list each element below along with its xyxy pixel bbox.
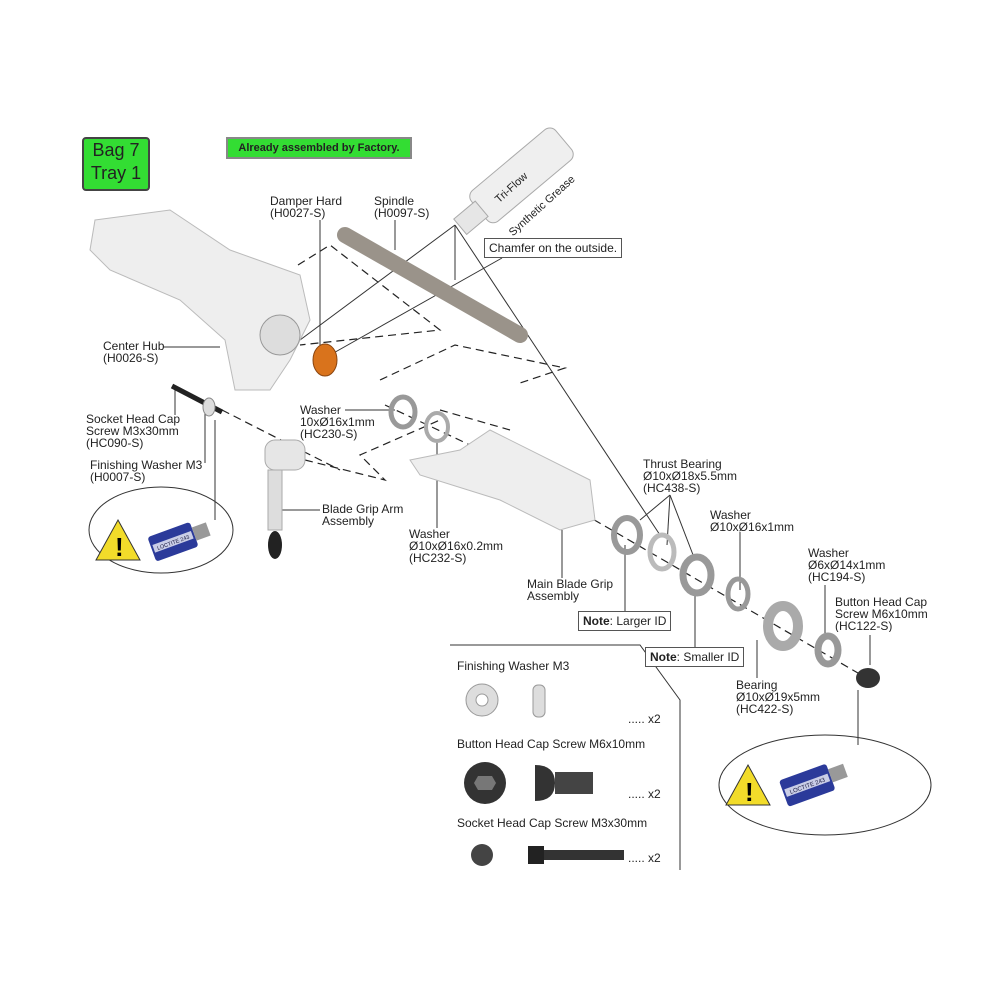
label-finishing-washer: Finishing Washer M3(H0007-S) xyxy=(90,458,203,484)
loctite-callout-left: ! LOCTITE 243 xyxy=(88,486,234,574)
label-center-hub: Center Hub(H0026-S) xyxy=(103,339,165,365)
blade-grip-arm-part xyxy=(264,439,306,559)
warning-icon xyxy=(95,518,141,561)
label-spindle: Spindle(H0097-S) xyxy=(374,194,430,220)
washer-hc230-part xyxy=(388,394,418,430)
center-hub-part xyxy=(89,209,311,391)
parts-list-name: Finishing Washer M3 xyxy=(457,659,570,673)
parts-list-qty: ..... x2 xyxy=(628,787,661,801)
svg-text:!: ! xyxy=(115,532,124,562)
note-smaller-id: Note: Smaller ID xyxy=(645,647,745,667)
damper-part xyxy=(312,343,338,377)
warning-icon xyxy=(725,763,771,806)
note-larger-id: Note: Larger ID xyxy=(578,611,672,631)
main-blade-grip-part xyxy=(409,429,596,531)
label-damper: Damper Hard(H0027-S) xyxy=(270,194,343,220)
parts-list-name: Button Head Cap Screw M6x10mm xyxy=(457,737,646,751)
bearing-stack xyxy=(611,515,842,668)
loctite-bottle-icon: LOCTITE 243 xyxy=(779,763,848,807)
finishing-washer-part xyxy=(202,397,216,417)
spindle-part xyxy=(337,227,528,343)
bag-number: Bag 7 xyxy=(92,140,140,160)
button-screw-part xyxy=(856,668,880,688)
factory-assembled-note: Already assembled by Factory. xyxy=(226,137,412,159)
parts-list-qty: ..... x2 xyxy=(628,851,661,865)
loctite-bottle-icon: LOCTITE 243 xyxy=(148,522,211,561)
chamfer-note: Chamfer on the outside. xyxy=(484,238,623,258)
tray-number: Tray 1 xyxy=(90,163,142,183)
leader-lines xyxy=(163,220,871,745)
parts-list-name: Socket Head Cap Screw M3x30mm xyxy=(457,816,648,830)
svg-text:!: ! xyxy=(745,777,754,807)
parts-list-frame xyxy=(450,644,681,870)
washer-hc232-part xyxy=(424,411,450,443)
parts-list-qty: ..... x2 xyxy=(628,712,661,726)
bag-tray-badge: Bag 7 Tray 1 xyxy=(82,137,150,191)
loctite-callout-right: ! LOCTITE 243 xyxy=(718,734,932,836)
grease-tube xyxy=(453,127,574,236)
